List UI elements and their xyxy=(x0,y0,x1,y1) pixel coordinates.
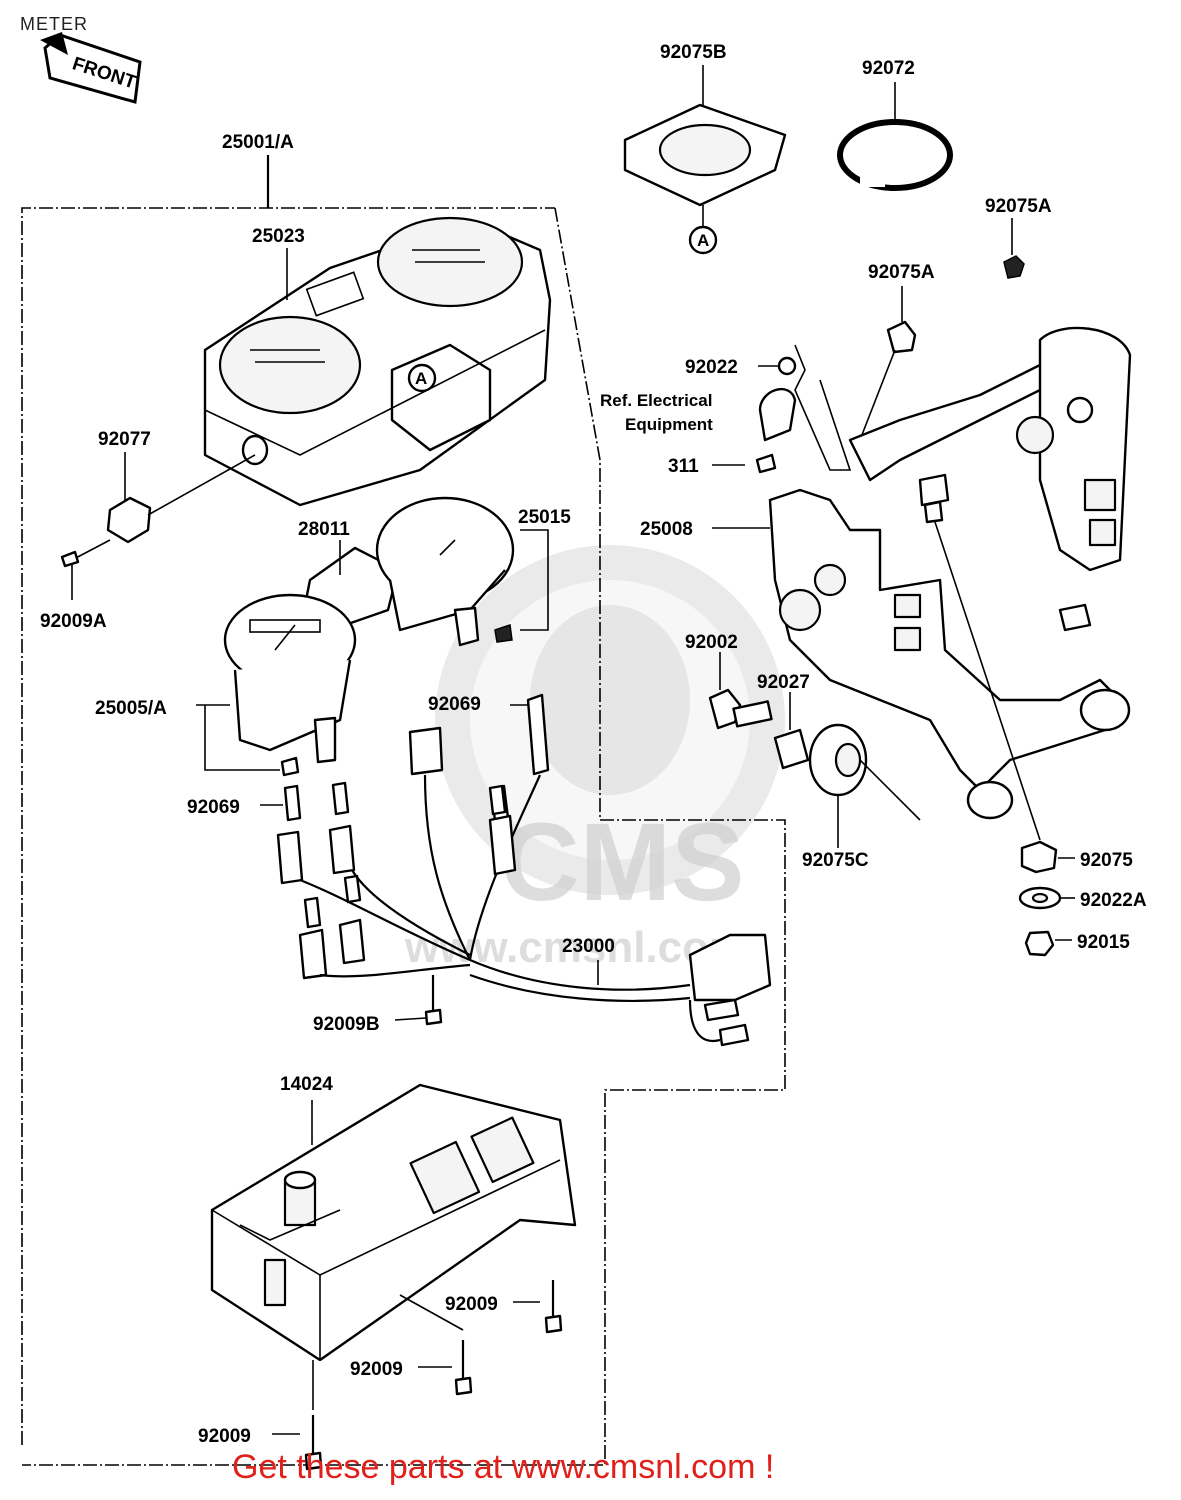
part-label: 92022 xyxy=(685,357,738,378)
meter-case-upper: A xyxy=(203,216,552,507)
part-label: 92075A xyxy=(868,262,935,283)
part-label: 14024 xyxy=(280,1074,333,1095)
reset-knob xyxy=(60,452,256,600)
part-label: 92009A xyxy=(40,611,107,632)
meter-case-lower xyxy=(210,1083,577,1362)
assembly-bracket-outline xyxy=(21,155,786,1466)
part-label: 92069 xyxy=(187,797,240,818)
part-label: 92022A xyxy=(1080,890,1147,911)
part-label: 92069 xyxy=(428,694,481,715)
ref-electrical-line2: Equipment xyxy=(625,415,713,434)
part-label: 92072 xyxy=(862,58,915,79)
front-arrow-icon: FRONT xyxy=(40,32,142,104)
part-label: 92075B xyxy=(660,42,727,63)
part-label: 25001/A xyxy=(222,132,294,153)
ref-a-case-label: A xyxy=(415,369,427,388)
part-label: 92009 xyxy=(350,1359,403,1380)
part-label: 92075 xyxy=(1080,850,1133,871)
watermark-brand: CMS xyxy=(500,801,744,924)
part-label: 28011 xyxy=(298,519,350,540)
ref-electrical-line1: Ref. Electrical xyxy=(600,391,712,410)
part-label: 23000 xyxy=(562,936,615,957)
part-label: 92009 xyxy=(198,1426,251,1447)
ref-a-grommet-label: A xyxy=(697,231,709,250)
gauge-assembly xyxy=(223,496,515,764)
part-label: 25005/A xyxy=(95,698,167,719)
part-label: 92077 xyxy=(98,429,151,450)
part-label: 92015 xyxy=(1077,932,1130,953)
footer-link[interactable]: Get these parts at www.cmsnl.com ! xyxy=(232,1448,775,1486)
part-label: 92009 xyxy=(445,1294,498,1315)
grommet-92075B xyxy=(623,103,787,207)
part-label: 25023 xyxy=(252,226,305,247)
part-label: 92002 xyxy=(685,632,738,653)
ring-92072 xyxy=(837,119,953,191)
page-title: METER xyxy=(20,14,88,34)
wiring-harness xyxy=(276,693,772,1047)
part-label: 92075C xyxy=(802,850,869,871)
part-label: 25008 xyxy=(640,519,693,540)
part-label: 92009B xyxy=(313,1014,380,1035)
part-label: 311 xyxy=(668,456,699,477)
part-label: 92027 xyxy=(757,672,810,693)
meter-bracket-25008 xyxy=(768,326,1132,820)
part-label: 92075A xyxy=(985,196,1052,217)
part-label: 25015 xyxy=(518,507,571,528)
